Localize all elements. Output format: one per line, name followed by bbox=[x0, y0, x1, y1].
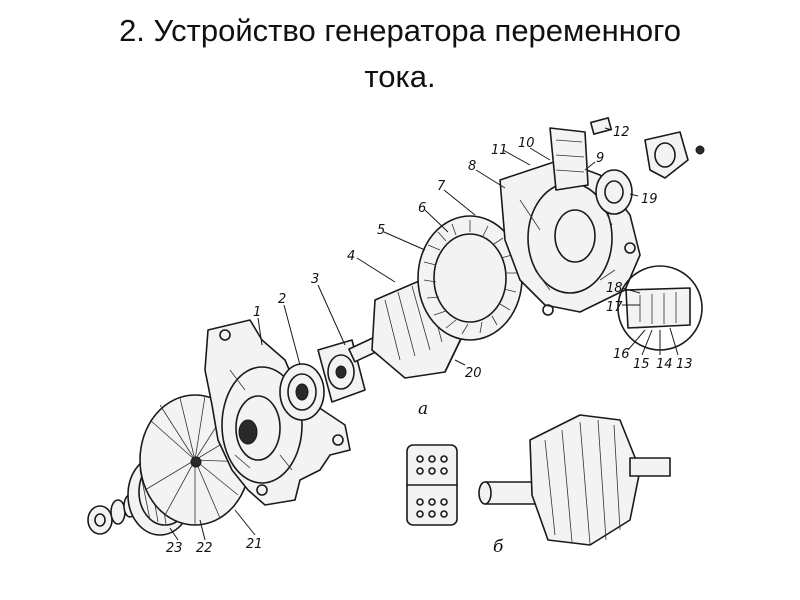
terminal-12 bbox=[589, 117, 613, 135]
title-line-2: тока. bbox=[364, 59, 436, 94]
callout-2: 2 bbox=[278, 292, 286, 307]
rear-cap bbox=[644, 131, 705, 179]
callout-19: 19 bbox=[641, 192, 658, 207]
title-line-1: 2. Устройство генератора переменного bbox=[119, 13, 681, 48]
callout-14: 14 bbox=[656, 357, 673, 372]
callout-18: 18 bbox=[606, 281, 623, 296]
callout-1: 1 bbox=[253, 305, 261, 320]
callout-6: 6 bbox=[418, 201, 426, 216]
callout-23: 23 bbox=[166, 541, 183, 556]
slide-title: 2. Устройство генератора переменного ток… bbox=[40, 8, 760, 100]
brush-holder bbox=[549, 127, 589, 191]
callout-11: 11 bbox=[491, 143, 508, 158]
subfigure-label-b: б bbox=[493, 537, 504, 557]
callout-labels: 1 2 3 4 5 6 7 8 9 10 11 12 13 14 15 16 1… bbox=[166, 125, 693, 556]
diode-block bbox=[406, 444, 458, 526]
rear-bearing bbox=[595, 169, 633, 215]
callout-8: 8 bbox=[468, 159, 476, 174]
callout-12: 12 bbox=[613, 125, 630, 140]
callout-3: 3 bbox=[311, 272, 319, 287]
callout-21: 21 bbox=[246, 537, 263, 552]
callout-4: 4 bbox=[347, 249, 355, 264]
front-cover bbox=[204, 319, 351, 506]
callout-9: 9 bbox=[596, 151, 604, 166]
callout-22: 22 bbox=[196, 541, 213, 556]
callout-17: 17 bbox=[606, 300, 623, 315]
rotor-closeup bbox=[478, 414, 671, 546]
callout-20: 20 bbox=[465, 366, 482, 381]
subfigure-label-a: а bbox=[418, 399, 428, 419]
callout-7: 7 bbox=[437, 179, 446, 194]
callout-13: 13 bbox=[676, 357, 693, 372]
callout-16: 16 bbox=[613, 347, 630, 362]
front-bearing bbox=[279, 363, 325, 421]
callout-5: 5 bbox=[377, 223, 385, 238]
callout-15: 15 bbox=[633, 357, 650, 372]
leader-lines bbox=[169, 127, 679, 541]
callout-10: 10 bbox=[518, 136, 535, 151]
